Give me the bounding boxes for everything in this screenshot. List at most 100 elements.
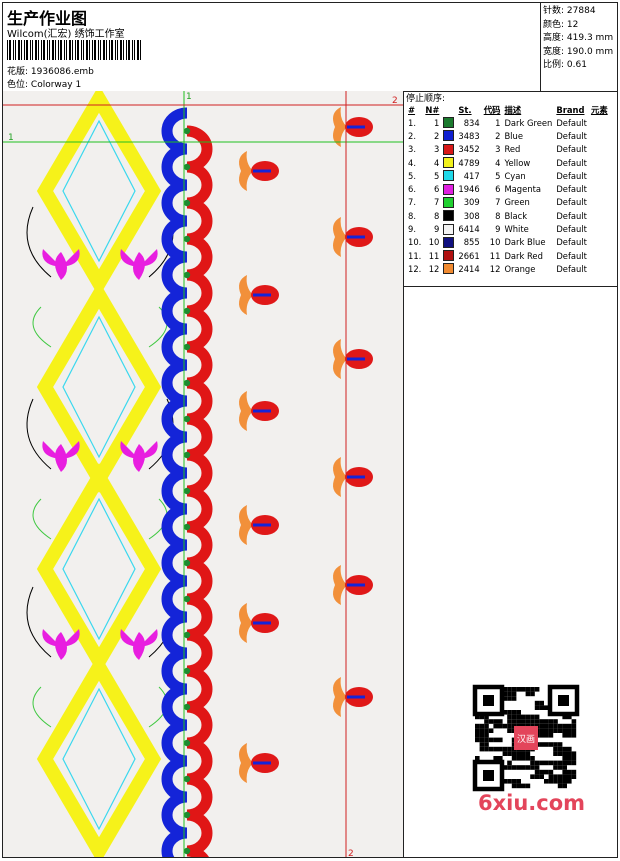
stat-width: 宽度: 190.0 mm	[543, 46, 614, 57]
row-description: Yellow	[504, 157, 531, 168]
row-stitches: 6414	[458, 224, 480, 235]
flower-motif	[333, 677, 373, 717]
stat-height: 高度: 419.3 mm	[543, 33, 614, 44]
qr-code: 汉画	[471, 683, 581, 793]
row-stitches: 2414	[458, 263, 480, 274]
row-stitches: 4789	[458, 157, 480, 168]
row-description: Black	[504, 210, 528, 221]
row-code: 3	[495, 144, 501, 155]
flower-motif	[333, 339, 373, 379]
row-needle: 5	[434, 170, 440, 181]
row-needle: 11	[428, 250, 440, 261]
red-cable-loop	[186, 629, 213, 677]
orange-petal	[239, 743, 253, 783]
row-index: 7.	[408, 197, 416, 208]
row-stitches: 308	[463, 210, 480, 221]
red-cable-loop	[186, 557, 213, 605]
row-code: 10	[489, 237, 501, 248]
row-color-swatch	[441, 129, 456, 142]
red-cable-loop	[186, 233, 213, 281]
yellow-diamond-chain	[36, 91, 162, 857]
flower-motif	[333, 217, 373, 257]
green-vine	[32, 498, 52, 540]
flower-motif	[333, 107, 373, 147]
row-code: 8	[495, 210, 501, 221]
row-needle: 8	[434, 210, 440, 221]
design-file-value: 1936086.emb	[30, 67, 94, 77]
row-color-swatch	[441, 182, 456, 195]
flower-motif	[333, 565, 373, 605]
red-cable-loop	[186, 485, 213, 533]
orange-petal	[333, 457, 347, 497]
row-element	[589, 143, 610, 156]
col-code: 代码	[483, 104, 501, 115]
row-brand: Default	[556, 250, 587, 261]
orange-petal	[239, 603, 253, 643]
magenta-petal	[55, 444, 67, 472]
svg-text:汉画: 汉画	[517, 734, 535, 745]
row-needle: 6	[434, 184, 440, 195]
row-code: 7	[495, 197, 501, 208]
qr-center-stamp	[514, 726, 538, 750]
row-brand: Default	[556, 130, 587, 141]
orange-petal	[239, 275, 253, 315]
row-index: 6.	[408, 184, 416, 195]
row-description: Dark Blue	[504, 237, 546, 248]
company-name: Wilcom(汇宏) 绣饰工作室	[7, 29, 125, 40]
magenta-petal	[120, 441, 139, 459]
row-stitches: 855	[463, 237, 480, 248]
magenta-petal	[42, 629, 61, 647]
design-canvas: 1 1 2 2	[3, 91, 403, 857]
row-brand: Default	[556, 184, 587, 195]
black-vine	[26, 398, 52, 470]
row-needle: 2	[434, 130, 440, 141]
row-color-swatch	[441, 249, 456, 262]
orange-petal	[333, 565, 347, 605]
green-dot	[183, 271, 191, 279]
row-brand: Default	[556, 263, 587, 274]
row-needle: 4	[434, 157, 440, 168]
green-dot	[183, 631, 191, 639]
col-color	[441, 103, 456, 116]
watermark-logo: 6xiu.com	[478, 791, 586, 815]
magenta-petal	[55, 252, 67, 280]
row-code: 2	[495, 130, 501, 141]
green-dot	[183, 379, 191, 387]
magenta-petal	[139, 441, 158, 459]
color-swatch-icon	[443, 210, 455, 222]
row-brand: Default	[556, 117, 587, 128]
magenta-petal	[61, 629, 80, 647]
orange-petal	[239, 505, 253, 545]
col-brand: Brand	[556, 104, 585, 115]
red-cable-loop	[186, 773, 213, 821]
row-description: Green	[504, 197, 530, 208]
green-dot	[183, 487, 191, 495]
row-description: Magenta	[504, 184, 541, 195]
blue-cable-loop	[161, 827, 188, 857]
row-code: 9	[495, 224, 501, 235]
stat-scale: 比例: 0.61	[543, 60, 587, 71]
sheet-header: 生产作业图 Wilcom(汇宏) 绣饰工作室 花版: 1936086.emb 色…	[3, 3, 617, 92]
row-code: 4	[495, 157, 501, 168]
guide-marker-v1: 1	[186, 92, 192, 102]
red-cable-loop	[186, 341, 213, 389]
qr-finder	[472, 759, 505, 792]
color-swatch-icon	[443, 183, 455, 195]
row-element	[589, 116, 610, 129]
color-swatch-icon	[443, 157, 455, 169]
orange-petal	[333, 217, 347, 257]
red-cable-loop	[186, 161, 213, 209]
black-vine	[26, 206, 52, 278]
row-element	[589, 196, 610, 209]
row-color-swatch	[441, 156, 456, 169]
guide-marker-bottom: 2	[348, 849, 354, 857]
row-brand: Default	[556, 144, 587, 155]
stat-stitches: 针数: 27884	[543, 6, 596, 16]
flower-motif	[239, 391, 279, 431]
red-cable-loop	[186, 305, 213, 353]
